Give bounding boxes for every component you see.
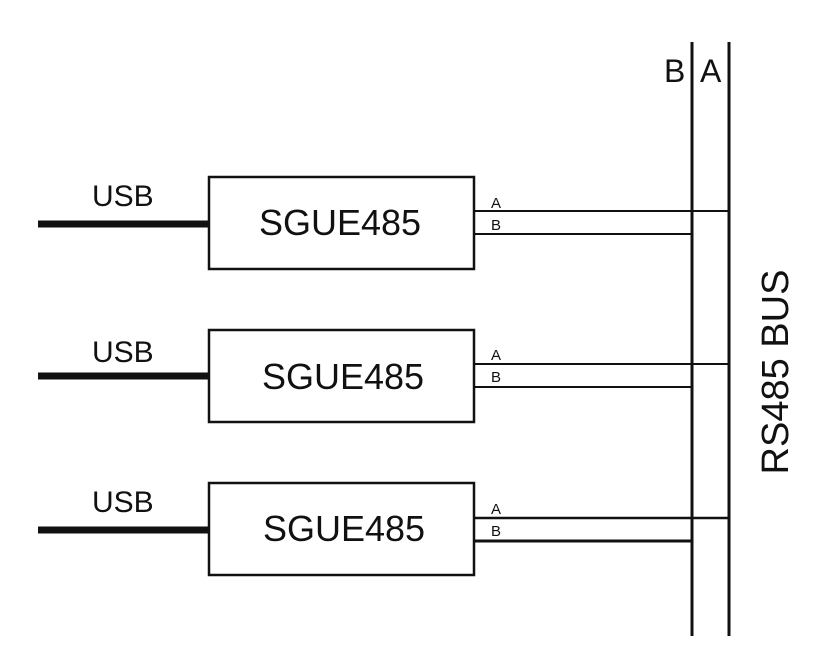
bus-line-a-label: A [700,53,722,89]
usb-label-1: USB [92,180,154,213]
pin-b-label-3: B [491,523,501,540]
device-name-1: SGUE485 [259,202,421,243]
usb-label-2: USB [92,336,154,369]
device-name-3: SGUE485 [263,508,425,549]
device-box-1 [207,175,476,271]
device-3: USB SGUE485 A B [38,481,729,577]
usb-label-3: USB [92,486,154,519]
bus-line-b-label: B [664,53,685,89]
pin-b-label-1: B [491,217,501,234]
device-2: USB SGUE485 A B [38,328,729,424]
device-name-2: SGUE485 [262,356,424,397]
bus-title: RS485 BUS [755,270,797,475]
pin-a-label-3: A [491,501,501,518]
device-box-2 [207,328,476,424]
pin-a-label-1: A [491,195,501,212]
device-1: USB SGUE485 A B [38,175,729,271]
pin-b-label-2: B [491,369,501,386]
device-box-3 [207,481,476,577]
pin-a-label-2: A [491,347,501,364]
